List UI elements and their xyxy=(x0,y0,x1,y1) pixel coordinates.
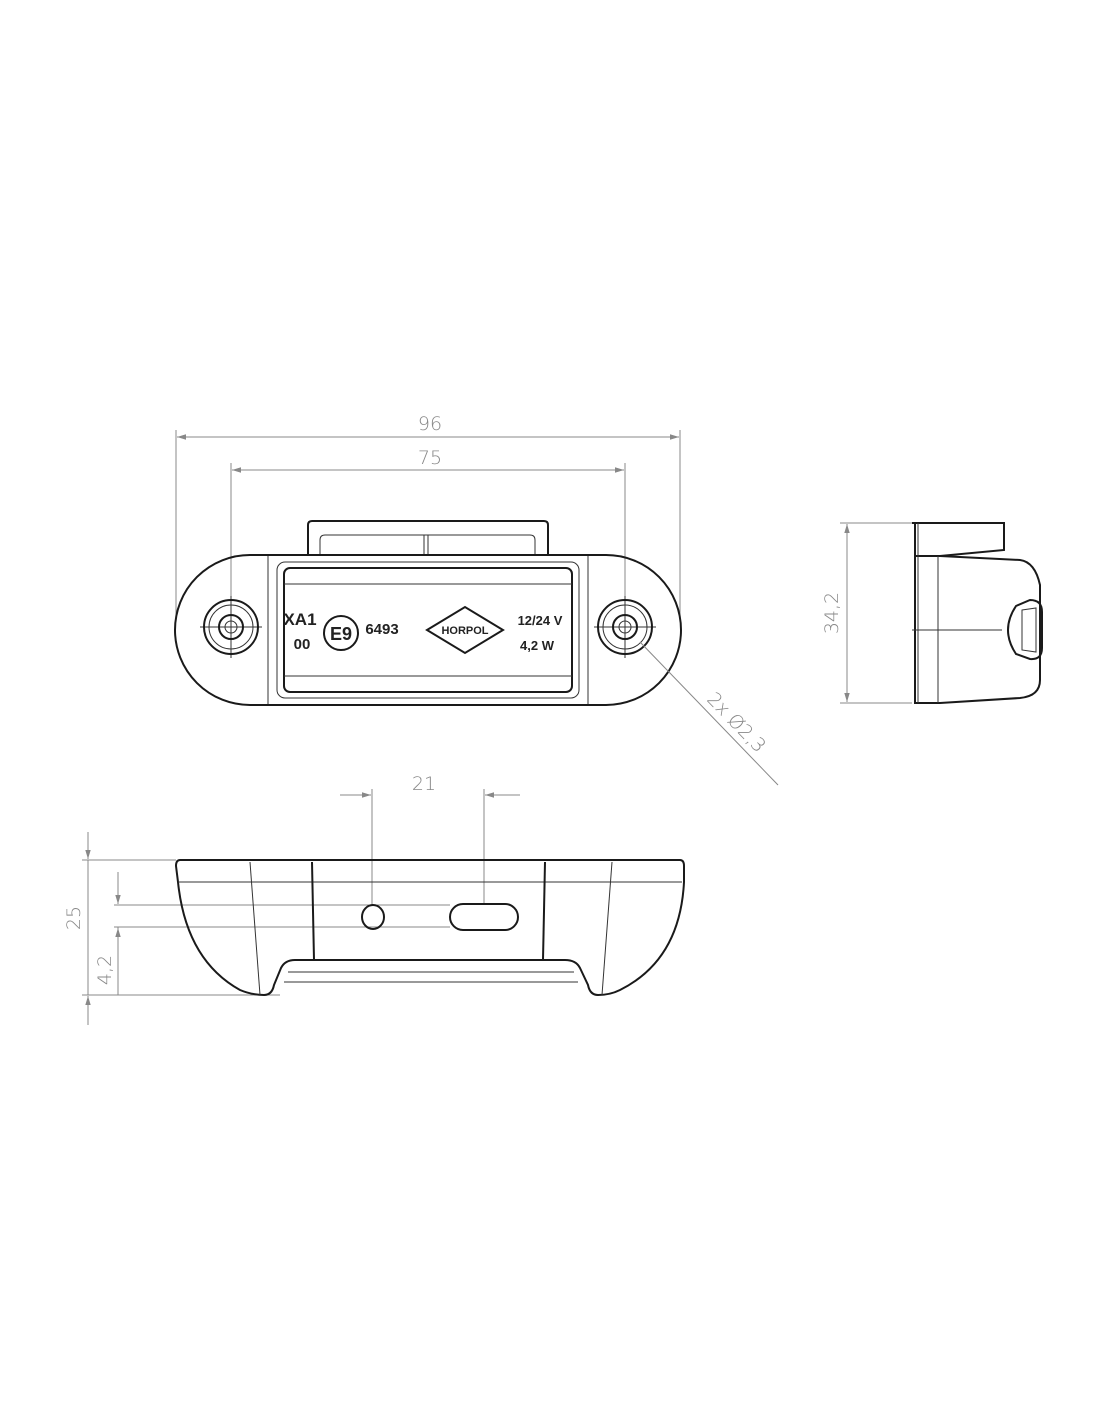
approval-mark: E9 xyxy=(330,624,352,644)
dimension-cable-offset: 4,2 xyxy=(94,872,450,995)
dim-96-label: 96 xyxy=(418,413,442,435)
mounting-hole-left xyxy=(203,599,259,655)
dimension-hole-spacing: 75 xyxy=(230,447,626,640)
dim-34-2-label: 34,2 xyxy=(821,592,843,634)
dimension-depth: 25 xyxy=(63,832,280,1025)
voltage-label: 12/24 V xyxy=(518,613,563,628)
dim-21-label: 21 xyxy=(412,773,436,795)
power-label: 4,2 W xyxy=(520,638,555,653)
bottom-view: 21 25 4,2 xyxy=(63,773,685,1025)
dim-4-2-label: 4,2 xyxy=(94,955,116,985)
code-line2: 00 xyxy=(294,636,311,653)
side-view: 34,2 xyxy=(821,522,1043,704)
cable-slot xyxy=(449,903,519,931)
brand-logo-diamond xyxy=(425,605,505,655)
approval-number: 6493 xyxy=(365,621,398,638)
dimension-cable-spacing: 21 xyxy=(340,773,520,905)
lamp-body-bottom xyxy=(174,859,685,997)
front-view: 96 75 xyxy=(174,413,779,786)
product-marking: XA1 00 E9 6493 HORPOL 12/24 V 4,2 W xyxy=(283,605,563,655)
dimension-overall-width: 96 xyxy=(175,413,681,620)
approval-circle xyxy=(323,615,359,651)
lamp-body-front xyxy=(174,520,682,706)
brand-logo: HORPOL xyxy=(441,625,488,637)
cable-hole xyxy=(361,904,385,930)
dim-75-label: 75 xyxy=(418,447,442,469)
dim-25-label: 25 xyxy=(63,906,85,930)
lamp-body-side xyxy=(912,522,1043,704)
code-line1: XA1 xyxy=(283,610,316,629)
dim-diameter-label: 2x Ø2,3 xyxy=(702,688,770,757)
dimension-hole-diameter: 2x Ø2,3 xyxy=(639,641,779,786)
mounting-hole-right xyxy=(597,599,653,655)
